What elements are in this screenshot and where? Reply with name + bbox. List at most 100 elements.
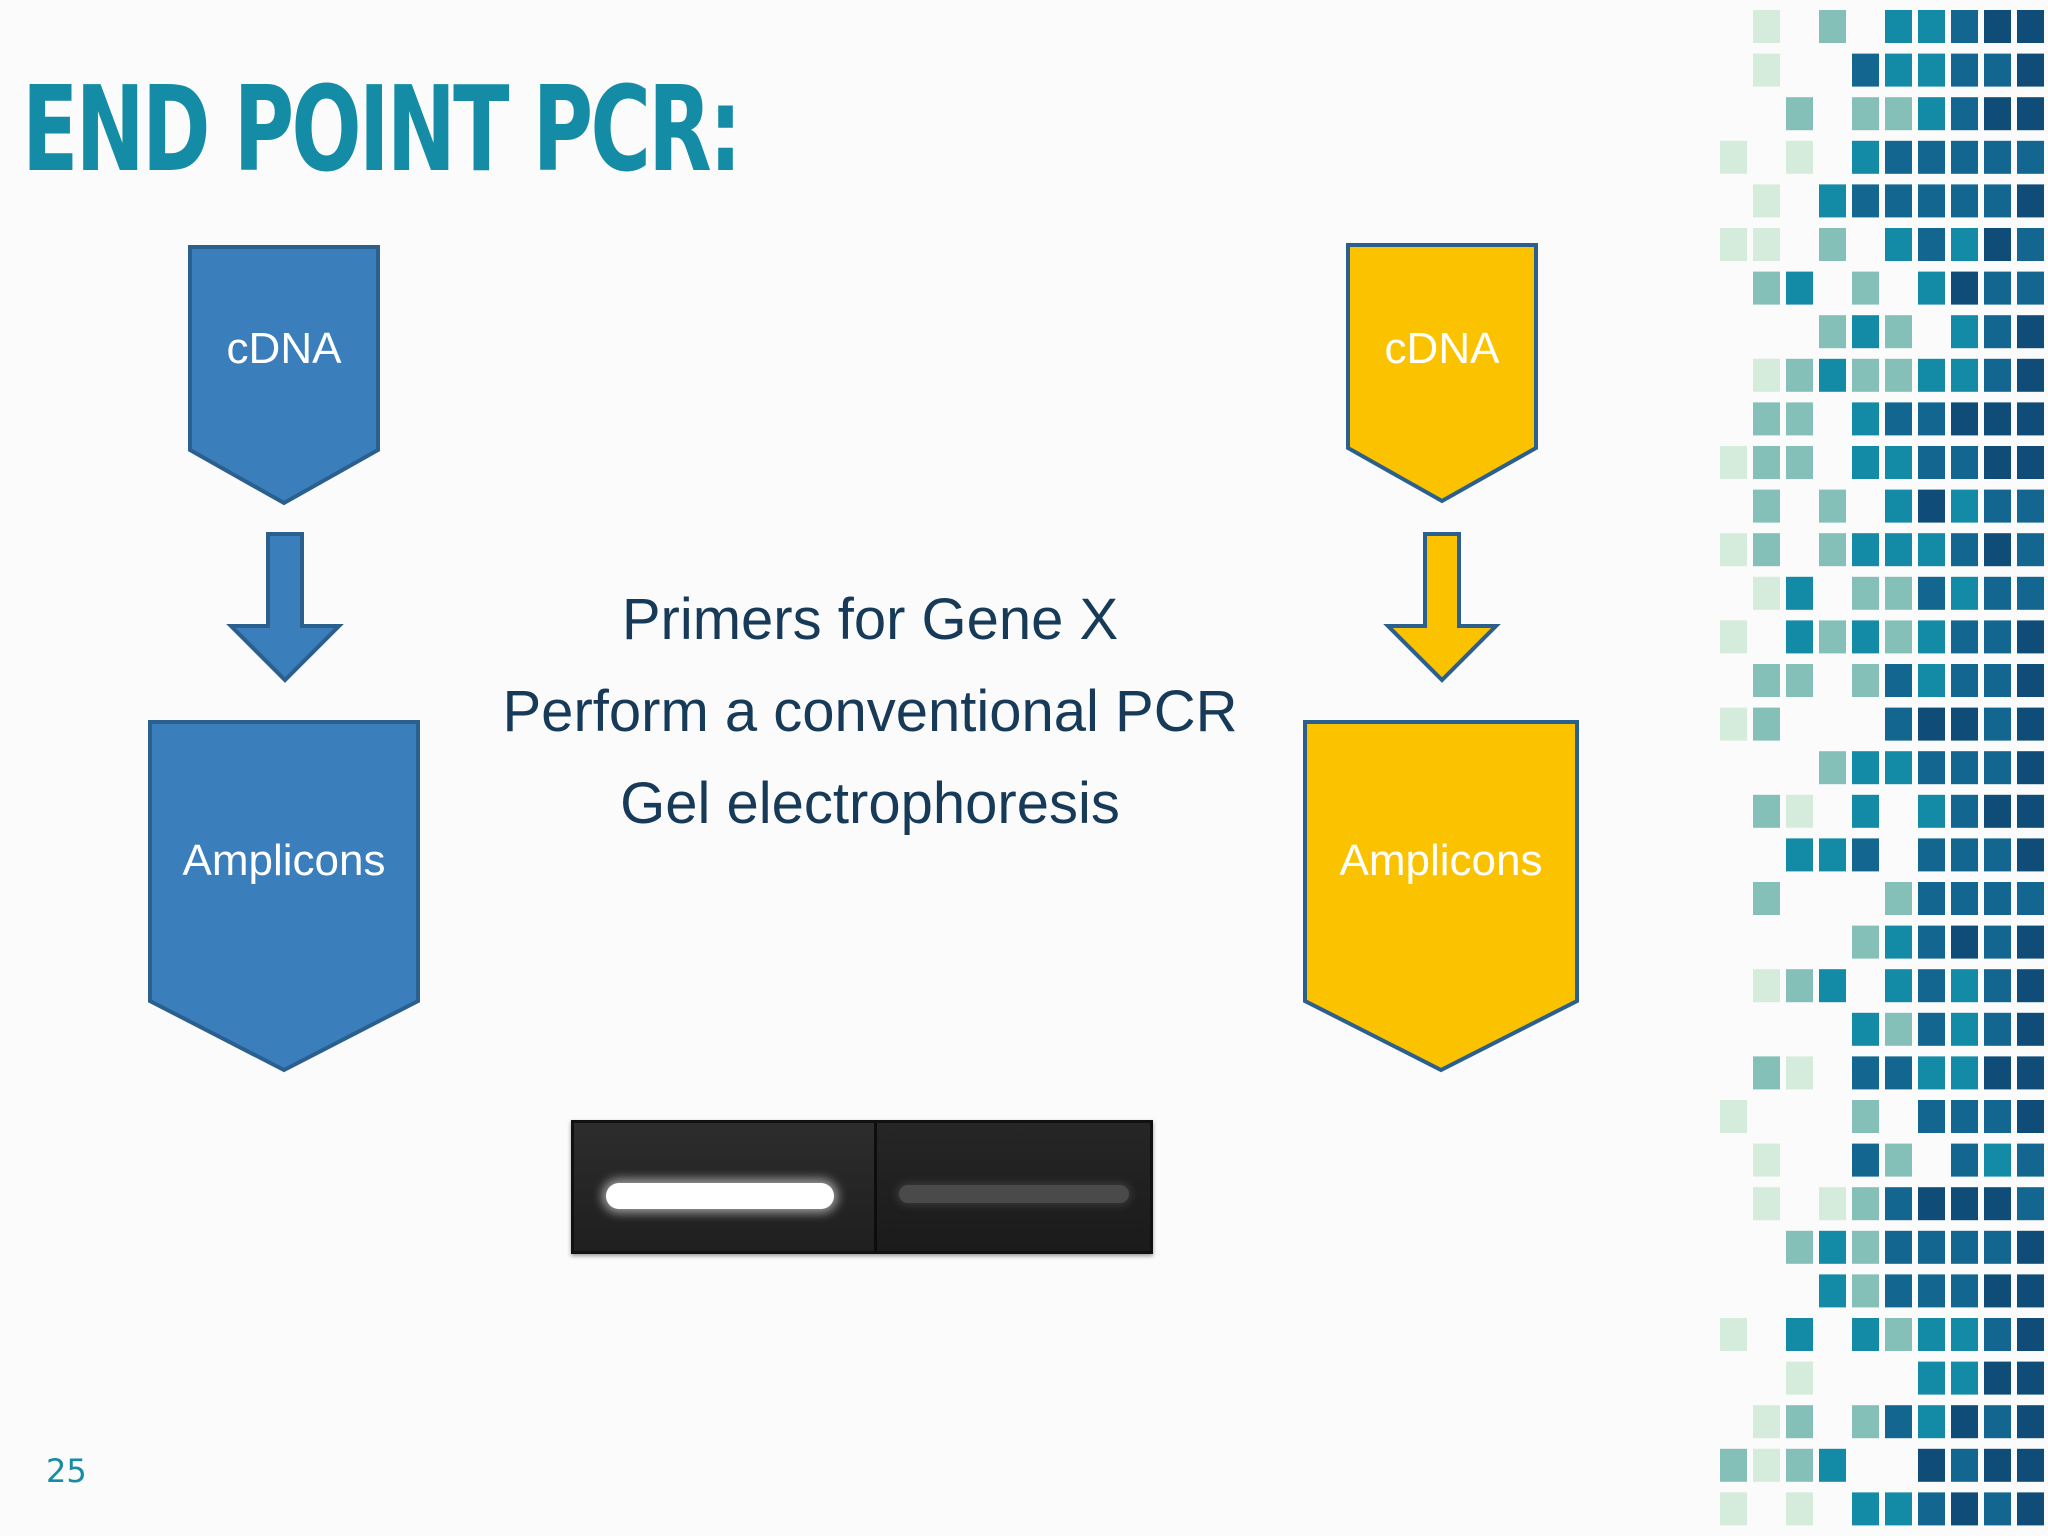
mosaic-square [2017,1143,2044,1177]
mosaic-square [1951,1361,1978,1395]
mosaic-square [1885,882,1912,915]
mosaic-square [2017,925,2044,959]
mosaic-square [1885,489,1912,523]
mosaic-square [1918,446,1945,479]
slide-title: END POINT PCR: [22,60,742,198]
mosaic-square [1984,10,2011,43]
mosaic-square [1951,228,1978,261]
mosaic-square [1918,1318,1945,1351]
mosaic-square [1885,1318,1912,1351]
mosaic-square [1885,1405,1912,1439]
mosaic-square [1918,1230,1945,1264]
mosaic-square [1918,838,1945,872]
mosaic-square [1951,358,1978,392]
gel-band-strong [606,1183,834,1209]
mosaic-square [1918,140,1945,174]
mosaic-square [1918,751,1945,785]
mosaic-square [1852,97,1879,131]
mosaic-square [2017,533,2044,567]
mosaic-square [1984,402,2011,436]
step-gel: Gel electrophoresis [620,771,1120,836]
mosaic-square [1951,489,1978,523]
mosaic-square [1918,1361,1945,1395]
mosaic-square [1918,1012,1945,1046]
mosaic-square [2017,489,2044,523]
mosaic-square [1786,969,1813,1003]
mosaic-square [1852,1405,1879,1439]
mosaic-square [2017,664,2044,697]
mosaic-square [1852,53,1879,87]
mosaic-square [1753,533,1780,567]
mosaic-square [1885,228,1912,261]
mosaic-square [1984,1492,2011,1526]
mosaic-square [1885,97,1912,131]
mosaic-square [1753,1187,1780,1221]
mosaic-square [1852,315,1879,349]
mosaic-square [1984,838,2011,872]
mosaic-square [1951,1143,1978,1177]
mosaic-square [1951,1056,1978,1090]
mosaic-square [2017,969,2044,1003]
mosaic-square [1753,271,1780,305]
mosaic-square [1852,1056,1879,1090]
mosaic-square [1852,751,1879,785]
mosaic-square [2017,751,2044,785]
mosaic-square [2017,184,2044,218]
mosaic-square [1753,184,1780,218]
mosaic-square [1720,140,1747,174]
mosaic-square [1819,620,1846,654]
mosaic-square [1885,358,1912,392]
mosaic-square [1918,1492,1945,1526]
mosaic-square [1885,1274,1912,1308]
left-cdna-label: cDNA [226,324,342,373]
mosaic-square [2017,315,2044,349]
mosaic-square [1720,228,1747,261]
mosaic-square [1786,1230,1813,1264]
mosaic-square [1786,446,1813,479]
mosaic-square [1918,576,1945,610]
gel-electrophoresis-image [571,1120,1153,1254]
mosaic-square [1951,794,1978,828]
mosaic-square [1720,533,1747,567]
mosaic-square [1852,925,1879,959]
mosaic-square [1852,184,1879,218]
mosaic-square [1852,1100,1879,1133]
mosaic-square [1753,53,1780,87]
mosaic-square [1885,1230,1912,1264]
mosaic-square [1753,707,1780,741]
mosaic-square [1885,10,1912,43]
mosaic-square [1885,315,1912,349]
mosaic-square [1918,1274,1945,1308]
mosaic-square [2017,1361,2044,1395]
mosaic-square [1720,707,1747,741]
mosaic-square [1951,576,1978,610]
mosaic-square [1786,1361,1813,1395]
mosaic-square [1918,794,1945,828]
mosaic-square [1984,315,2011,349]
mosaic-square [2017,10,2044,43]
mosaic-square [2017,794,2044,828]
mosaic-square [1885,1012,1912,1046]
mosaic-square [2017,576,2044,610]
mosaic-square [1786,1492,1813,1526]
mosaic-square [2017,1187,2044,1221]
procedure-steps: Primers for Gene X Perform a conventiona… [470,574,1270,850]
mosaic-square [1852,533,1879,567]
mosaic-square [1852,664,1879,697]
mosaic-square [1720,1492,1747,1526]
page-number: 25 [46,1452,87,1490]
mosaic-square [1753,1405,1780,1439]
mosaic-square [1984,228,2011,261]
mosaic-square [1786,402,1813,436]
mosaic-square [1885,1492,1912,1526]
mosaic-square [1984,358,2011,392]
mosaic-square [1951,533,1978,567]
mosaic-square [1852,620,1879,654]
mosaic-square [1786,576,1813,610]
mosaic-square [1786,271,1813,305]
mosaic-square [1918,53,1945,87]
mosaic-square [1918,228,1945,261]
mosaic-square [1852,576,1879,610]
mosaic-square [2017,228,2044,261]
mosaic-square [1753,489,1780,523]
